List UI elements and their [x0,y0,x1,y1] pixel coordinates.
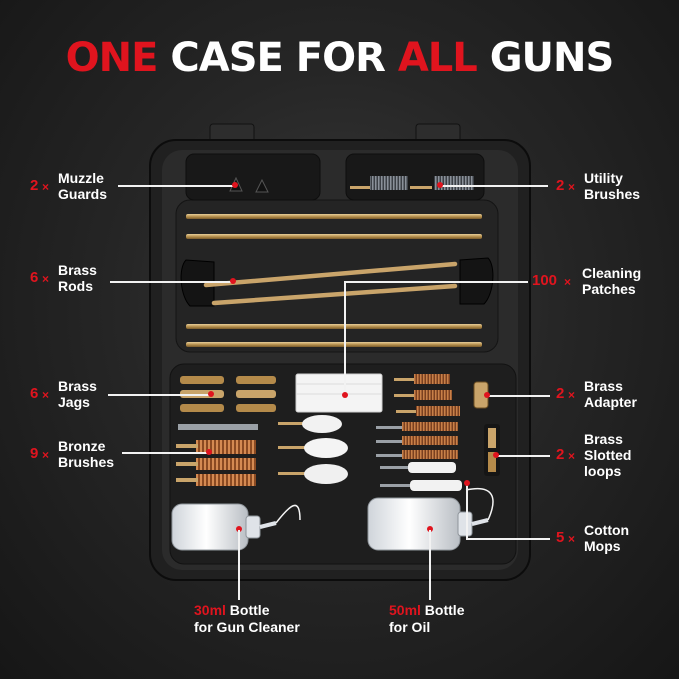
leader-rods [110,281,232,283]
leader-adapter [486,395,550,397]
line2: Slotted [584,447,632,463]
marker-bronze [206,449,212,455]
word: Bottle [420,602,465,618]
marker-muzzle [232,182,238,188]
cleaning-patches [295,373,383,413]
brass-rods [186,214,482,347]
count: 2 [30,177,39,194]
size: 50ml [389,602,421,618]
mult: × [564,275,572,289]
bronze-brushes [176,424,258,486]
count: 9 [30,445,39,462]
leader-mops-v [466,482,468,538]
leader-mops-h [466,538,550,540]
marker-bottle-50 [427,526,433,532]
line2: Patches [582,281,636,297]
marker-bottle-30 [236,526,242,532]
utility-brush-1 [350,176,408,190]
line1: Brass [584,378,623,394]
leader-jags [108,394,210,396]
leader-bottle-50 [429,530,431,600]
line2: for Oil [389,619,431,635]
cotton-mops [278,415,462,491]
mult: × [42,388,50,402]
rod-handle-left [180,259,215,307]
line1: Utility [584,170,623,186]
bottle-30ml [171,503,301,551]
mult: × [42,448,50,462]
bottle-50ml [367,487,494,551]
marker-rods [230,278,236,284]
mult: × [42,180,50,194]
line2: Adapter [584,394,637,410]
right-bronze-brushes [376,374,460,459]
mult: × [568,449,576,463]
line1: Cleaning [582,265,642,281]
marker-patches [342,392,348,398]
line2: Jags [58,394,90,410]
line3: loops [584,463,622,479]
leader-bronze [122,452,208,454]
marker-slotted [493,452,499,458]
muzzle-guard-2 [255,178,269,193]
label-bottle-50ml: 50ml Bottle for Oil [389,602,464,636]
headline-one: ONE [65,35,159,81]
leader-utility [440,185,548,187]
label-bottle-30ml: 30ml Bottle for Gun Cleaner [194,602,300,636]
line2: Rods [58,278,93,294]
line1: Brass [58,262,97,278]
marker-mops [464,480,470,486]
line2: for Gun Cleaner [194,619,300,635]
word: Bottle [225,602,270,618]
headline-case-for: CASE FOR [157,35,398,81]
mult: × [568,388,576,402]
leader-patches-v [344,281,346,393]
count: 2 [556,385,565,402]
mult: × [568,180,576,194]
line2: Mops [584,538,621,554]
count: 2 [556,446,565,463]
utility-brush-2 [410,176,474,190]
line1: Brass [58,378,97,394]
count: 6 [30,385,39,402]
leader-patches-h [344,281,528,283]
marker-jags [208,391,214,397]
line1: Cotton [584,522,630,538]
headline-all: ALL [397,35,478,81]
leader-bottle-30 [238,530,240,600]
count: 100 [532,272,558,289]
line1: Brass [584,431,623,447]
count: 2 [556,177,565,194]
marker-adapter [484,392,490,398]
leader-muzzle [118,185,234,187]
size: 30ml [194,602,226,618]
line2: Guards [58,186,108,202]
line2: Brushes [58,454,115,470]
marker-utility [437,182,443,188]
headline-guns: GUNS [476,35,615,81]
headline: ONE CASE FOR ALL GUNS [0,34,679,82]
brass-slotted-loops [484,424,500,476]
count: 5 [556,529,565,546]
mult: × [568,532,576,546]
count: 6 [30,269,39,286]
line1: Bronze [58,438,106,454]
leader-slotted [496,455,550,457]
line2: Brushes [584,186,641,202]
brass-jags [180,376,276,412]
mult: × [42,272,50,286]
line1: Muzzle [58,170,104,186]
